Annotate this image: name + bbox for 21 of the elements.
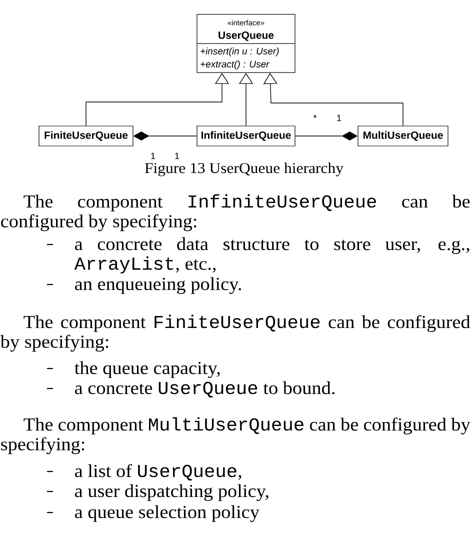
class-box — [196, 14, 296, 73]
figure-caption: Figure 13 UserQueue hierarchy — [144, 162, 344, 176]
class-box: MultiUserQueue — [358, 126, 448, 146]
multiplicity-label: 1 — [337, 114, 342, 121]
list-item: a user dispatching policy, — [75, 484, 268, 501]
class-box: InfiniteUserQueue — [196, 126, 296, 146]
list-item: a queue selection policy — [75, 505, 260, 522]
multiplicity-label: 1 — [151, 152, 156, 159]
list-item: a list of UserQueue, — [75, 464, 242, 480]
paragraph: The component InfiniteUserQueue can be configured by specifying: — [1, 194, 470, 232]
operation-text: +insert(in u : User) — [200, 48, 279, 56]
class-box: FiniteUserQueue — [38, 126, 134, 146]
multiplicity-label: * — [313, 114, 317, 118]
list-item: a concrete UserQueue to bound. — [75, 381, 334, 398]
paragraph: The component FiniteUserQueue can be configured by specifying: — [0, 314, 470, 352]
list-item: an enqueueing policy. — [75, 277, 242, 294]
multiplicity-label: 1 — [175, 152, 180, 159]
list-item: the queue capacity, — [74, 361, 220, 378]
operation-text: +extract() : User — [200, 60, 270, 70]
paragraph: The component MultiUserQueue can be configured by specifying: — [1, 417, 470, 454]
class-name: UserQueue — [218, 31, 274, 41]
